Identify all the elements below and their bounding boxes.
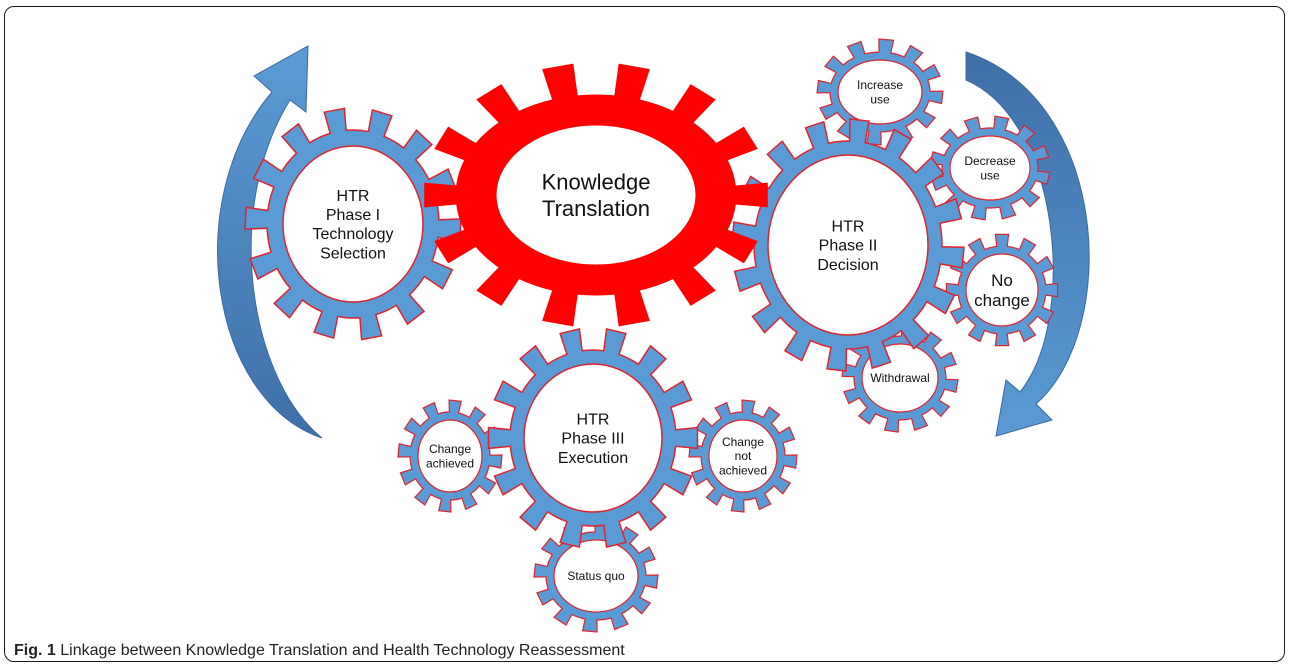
gear-htr-phase3: HTR Phase III Execution: [487, 327, 699, 549]
gear-increase-use-label-line: use: [870, 92, 890, 106]
gear-status-quo-hub: [553, 539, 639, 613]
gear-no-change-label-line: No: [991, 271, 1013, 290]
gear-htr-phase1-label-line: Phase I: [326, 207, 380, 224]
gear-change-not-achieved-label-line: not: [735, 449, 752, 463]
gear-change-achieved-label-line: achieved: [426, 456, 474, 470]
gear-htr-phase2-label-line: Phase II: [819, 238, 878, 255]
caption-text: Linkage between Knowledge Translation an…: [60, 642, 625, 659]
gear-htr-phase3-label-line: HTR: [577, 411, 610, 428]
gear-change-not-achieved-label-line: achieved: [719, 464, 767, 478]
gear-knowledge-translation-label-line: Knowledge: [542, 170, 651, 195]
gear-status-quo-label-line: Status quo: [567, 569, 625, 583]
gear-htr-phase3-label-line: Phase III: [561, 431, 624, 448]
gear-change-not-achieved-hub: [708, 419, 778, 493]
gear-status-quo: Status quo: [533, 519, 659, 633]
cycle-arrow-left: [217, 45, 323, 439]
gear-htr-phase2-hub: [767, 154, 929, 336]
gear-decrease-use-label-line: use: [980, 168, 1000, 182]
gear-decrease-use-label-line: Decrease: [964, 154, 1016, 168]
gear-htr-phase2: HTR Phase II Decision: [731, 118, 965, 372]
gear-increase-use-label-line: Increase: [857, 78, 903, 92]
gear-no-change-label-line: change: [974, 291, 1030, 310]
gear-change-achieved-label-line: Change: [429, 442, 471, 456]
gear-withdrawal-label-line: Withdrawal: [870, 371, 929, 385]
gear-htr-phase2-label-line: Decision: [817, 257, 878, 274]
gear-htr-phase1-label-line: Technology: [313, 226, 394, 243]
gear-change-achieved-hub: [417, 419, 483, 493]
gear-htr-phase1-label-line: Selection: [320, 245, 386, 262]
gear-increase-use-hub: [837, 59, 923, 125]
figure-caption: Fig. 1 Linkage between Knowledge Transla…: [14, 642, 625, 660]
gear-htr-phase2-label-line: HTR: [832, 218, 865, 235]
gear-htr-phase3-label-line: Execution: [558, 450, 628, 467]
gear-htr-phase3-hub: [523, 363, 663, 513]
caption-label: Fig. 1: [14, 642, 56, 659]
gear-decrease-use-hub: [949, 135, 1031, 201]
gear-knowledge-translation-label-line: Translation: [542, 196, 650, 221]
gear-no-change-hub: [965, 253, 1039, 327]
gear-change-not-achieved-label-line: Change: [722, 435, 764, 449]
gear-htr-phase1-hub: [282, 145, 424, 303]
gear-knowledge-translation-hub: [495, 124, 697, 266]
gear-htr-phase1-label-line: HTR: [337, 188, 370, 205]
